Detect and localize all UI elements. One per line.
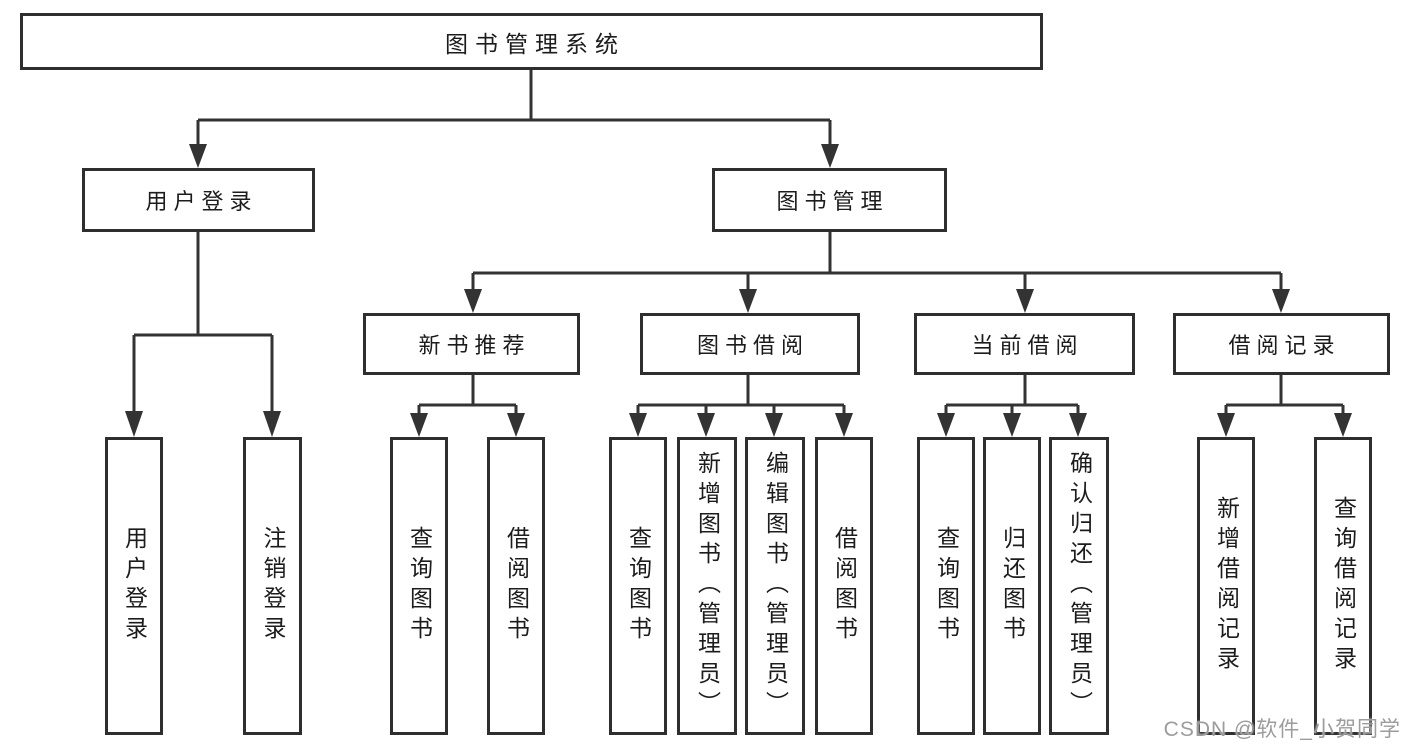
node-book-management: 图书管理 bbox=[712, 168, 947, 232]
csdn-watermark: CSDN @软件_小贺同学 bbox=[1163, 718, 1401, 741]
leaf-label: 新增图书（管理员） bbox=[694, 451, 721, 721]
node-current-borrowing: 当前借阅 bbox=[914, 313, 1135, 375]
node-label: 图书管理系统 bbox=[445, 30, 625, 57]
node-book-borrowing: 图书借阅 bbox=[640, 313, 860, 375]
arrow-down-icon bbox=[263, 411, 281, 437]
node-label: 当前借阅 bbox=[971, 333, 1084, 358]
node-new-book-recommendation: 新书推荐 bbox=[363, 313, 580, 375]
leaf-label: 借阅图书 bbox=[503, 526, 530, 646]
leaf-query-books-current: 查询图书 bbox=[917, 437, 975, 735]
arrow-down-icon bbox=[1069, 413, 1087, 437]
arrow-down-icon bbox=[125, 411, 143, 437]
leaf-query-books-recommend: 查询图书 bbox=[390, 437, 448, 735]
leaf-label: 借阅图书 bbox=[831, 526, 858, 646]
leaf-label: 查询图书 bbox=[406, 526, 433, 646]
arrow-down-icon bbox=[739, 289, 757, 313]
leaf-label: 新增借阅记录 bbox=[1213, 496, 1240, 676]
leaf-return-books: 归还图书 bbox=[983, 437, 1041, 735]
leaf-label: 确认归还（管理员） bbox=[1066, 451, 1093, 721]
leaf-label: 查询图书 bbox=[625, 526, 652, 646]
leaf-label: 查询图书 bbox=[933, 526, 960, 646]
arrow-down-icon bbox=[1217, 413, 1235, 437]
leaf-edit-books-admin: 编辑图书（管理员） bbox=[745, 437, 805, 735]
node-label: 图书管理 bbox=[776, 189, 889, 214]
leaf-logout: 注销登录 bbox=[243, 437, 302, 735]
leaf-borrow-books-borrowing: 借阅图书 bbox=[815, 437, 873, 735]
leaf-add-borrow-record: 新增借阅记录 bbox=[1197, 437, 1255, 735]
leaf-query-borrow-record: 查询借阅记录 bbox=[1314, 437, 1372, 735]
leaf-borrow-books-recommend: 借阅图书 bbox=[487, 437, 545, 735]
leaf-label: 查询借阅记录 bbox=[1330, 496, 1357, 676]
arrow-down-icon bbox=[835, 413, 853, 437]
arrow-down-icon bbox=[1003, 413, 1021, 437]
node-label: 图书借阅 bbox=[696, 333, 809, 358]
leaf-user-login: 用户登录 bbox=[105, 437, 163, 735]
node-library-management-system: 图书管理系统 bbox=[20, 13, 1043, 70]
node-label: 用户登录 bbox=[145, 189, 258, 214]
node-label: 新书推荐 bbox=[418, 333, 531, 358]
arrow-down-icon bbox=[937, 413, 955, 437]
arrow-down-icon bbox=[765, 413, 783, 437]
arrow-down-icon bbox=[410, 413, 428, 437]
arrow-down-icon bbox=[507, 413, 525, 437]
node-user-login: 用户登录 bbox=[82, 168, 315, 232]
arrow-down-icon bbox=[1272, 289, 1290, 313]
arrow-down-icon bbox=[464, 289, 482, 313]
arrow-down-icon bbox=[629, 413, 647, 437]
leaf-label: 归还图书 bbox=[999, 526, 1026, 646]
leaf-label: 注销登录 bbox=[260, 526, 286, 646]
arrow-down-icon bbox=[697, 413, 715, 437]
arrow-down-icon bbox=[1016, 289, 1034, 313]
leaf-label: 编辑图书（管理员） bbox=[762, 451, 789, 721]
leaf-add-books-admin: 新增图书（管理员） bbox=[677, 437, 737, 735]
arrow-down-icon bbox=[189, 144, 207, 168]
node-label: 借阅记录 bbox=[1228, 333, 1341, 358]
leaf-label: 用户登录 bbox=[121, 526, 148, 646]
arrow-down-icon bbox=[821, 144, 839, 168]
arrow-down-icon bbox=[1334, 413, 1352, 437]
leaf-query-books-borrowing: 查询图书 bbox=[609, 437, 667, 735]
leaf-confirm-return-admin: 确认归还（管理员） bbox=[1049, 437, 1109, 735]
node-borrowing-records: 借阅记录 bbox=[1173, 313, 1390, 375]
